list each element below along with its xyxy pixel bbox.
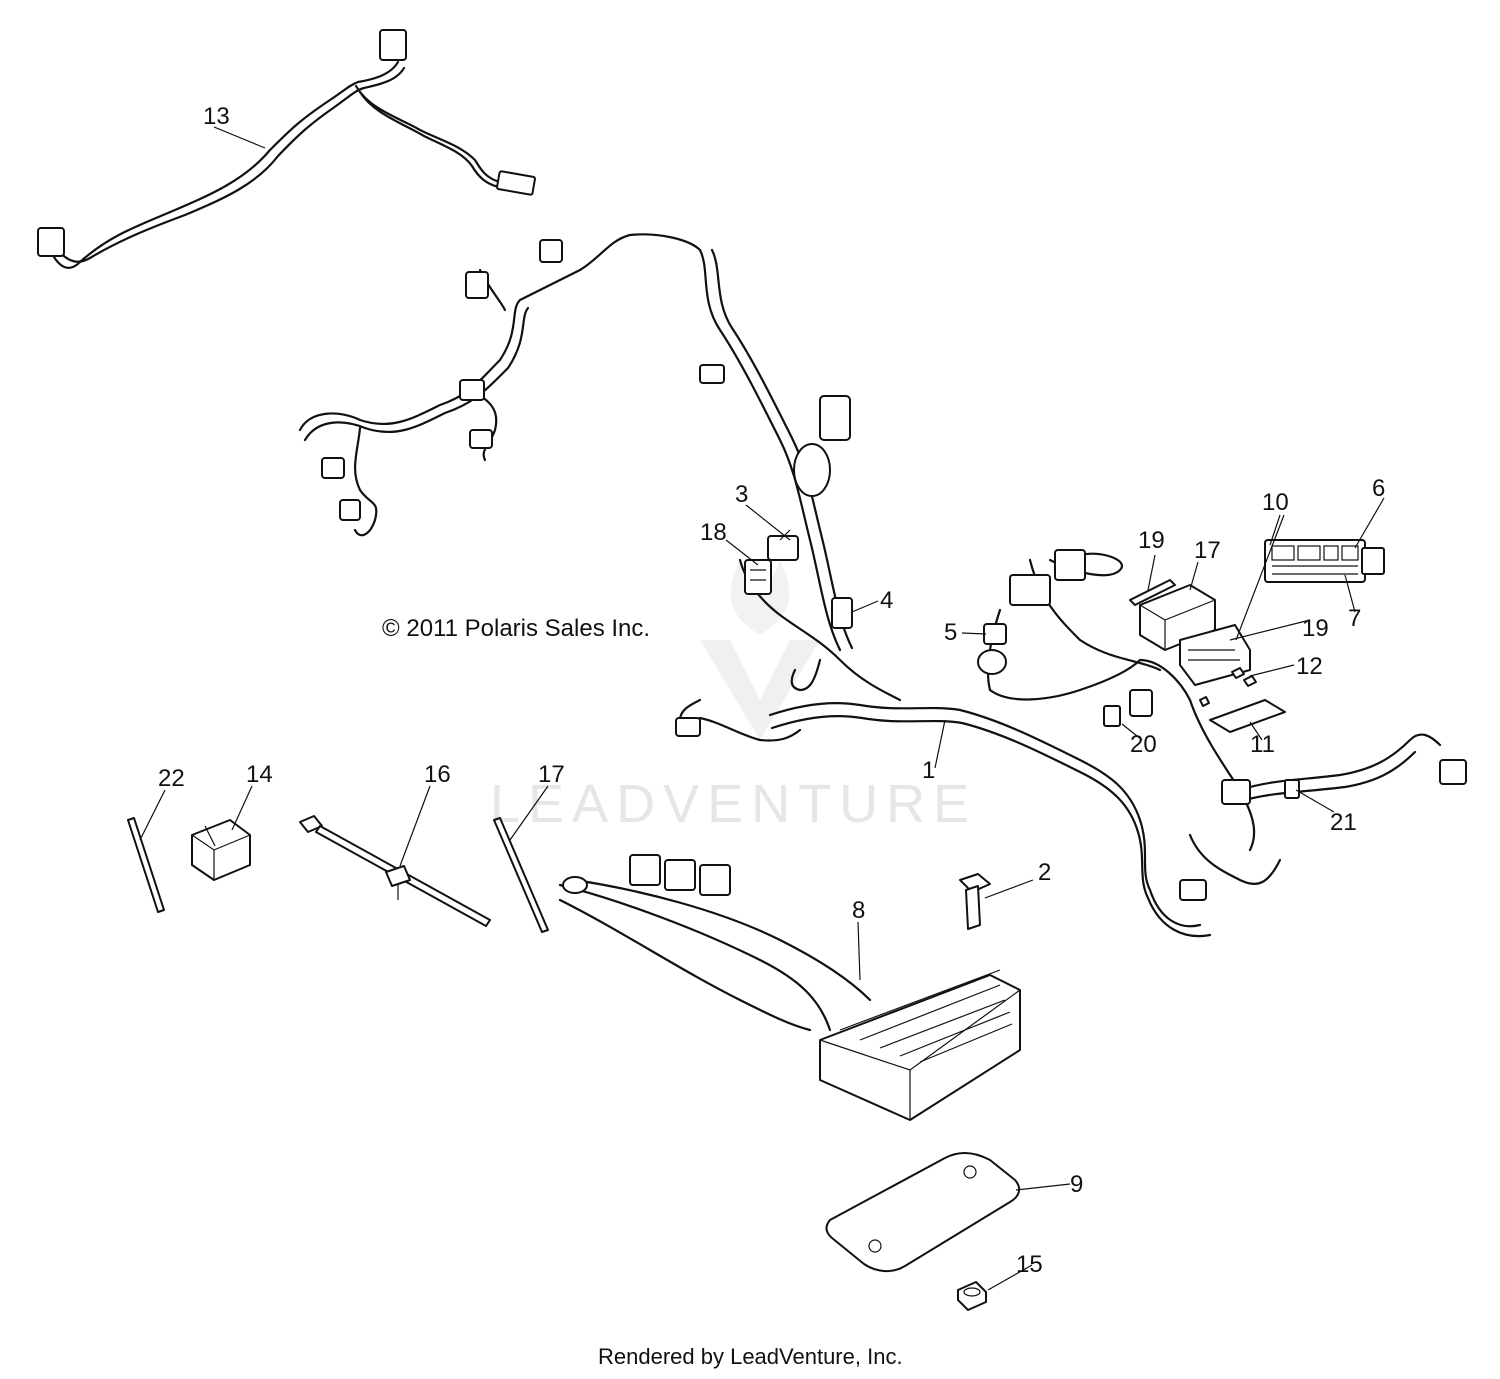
callout-19-left: 18 [700,519,727,546]
relay-19-left[interactable] [744,559,772,595]
callout-11: 11 [1250,731,1275,758]
callout-labels: 13 3 18 4 5 19 17 10 6 19 7 12 11 20 21 … [158,103,1385,1278]
screws-12[interactable] [1199,667,1257,707]
plate-11[interactable] [1209,699,1286,733]
connector-5[interactable] [977,623,1007,675]
plate-9[interactable] [825,1152,1021,1272]
callout-4: 4 [880,587,893,614]
callout-1: 1 [922,757,935,784]
connector-3[interactable] [767,529,799,561]
clip-4[interactable] [831,597,853,629]
clip-14[interactable] [191,819,251,881]
callout-6: 6 [1372,475,1385,502]
callout-19-right: 19 [1302,615,1329,642]
callout-10: 10 [1262,489,1289,516]
callout-15: 15 [1016,1251,1043,1278]
callout-12: 12 [1296,653,1323,680]
callout-17: 17 [538,761,565,788]
callout-16: 16 [424,761,451,788]
callout-18: 17 [1194,537,1221,564]
fuse-21[interactable] [1103,705,1121,727]
callout-2: 2 [1038,859,1051,886]
watermark: LEADVENTURE [490,560,977,834]
main-harness-1[interactable] [298,233,1467,938]
bolt-2[interactable] [959,873,991,930]
sub-harness-13[interactable] [37,29,536,269]
callout-3: 3 [735,481,748,508]
callout-23: 22 [158,765,185,792]
callout-8: 8 [852,897,865,924]
clip-22[interactable] [1284,779,1300,799]
fuse-box-base[interactable] [1179,624,1251,686]
leader-lines [139,126,1385,1291]
watermark-text: LEADVENTURE [490,774,977,834]
callout-14: 14 [246,761,273,788]
callout-13: 13 [203,103,230,130]
grommet-15[interactable] [957,1281,987,1311]
cable-tie-16[interactable] [299,815,491,927]
cable-tie-23[interactable] [127,817,165,913]
callout-5: 5 [944,619,957,646]
callout-21: 20 [1130,731,1157,758]
copyright-text: © 2011 Polaris Sales Inc. [382,615,650,642]
cable-tie-17[interactable] [493,817,549,933]
callout-9: 9 [1070,1171,1083,1198]
label-20[interactable] [1129,579,1176,606]
callout-22: 21 [1330,809,1357,836]
regulator-8[interactable] [558,854,1021,1121]
callout-20: 19 [1138,527,1165,554]
callout-7: 7 [1348,605,1361,632]
fuse-box-10[interactable] [1264,539,1385,583]
footer-text: Rendered by LeadVenture, Inc. [598,1344,903,1369]
